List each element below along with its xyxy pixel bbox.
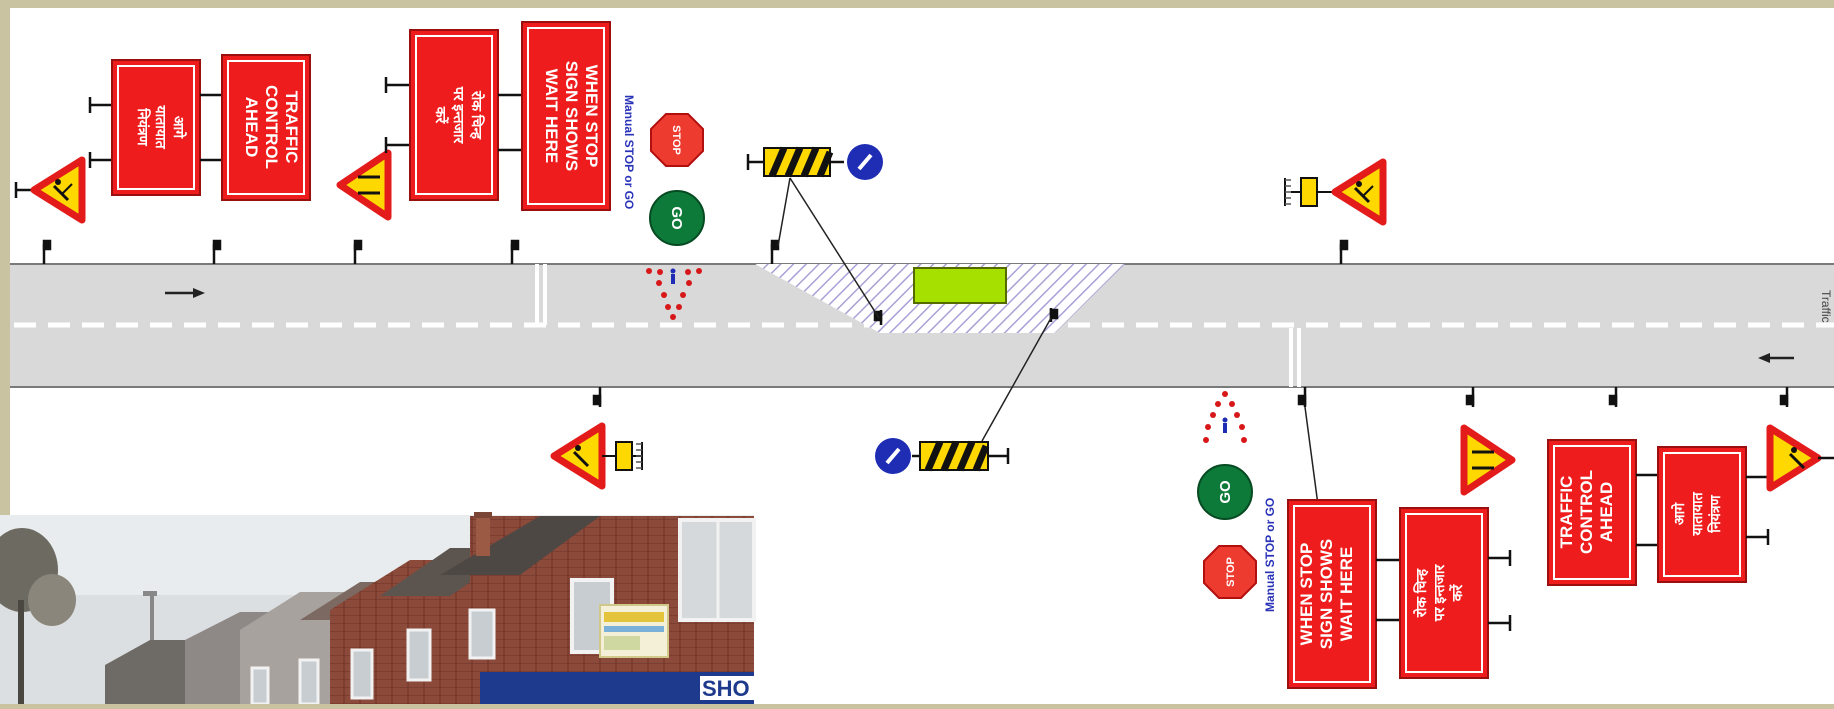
- sign-line: यातायात: [153, 104, 169, 149]
- go-sign: GO: [649, 190, 705, 246]
- road-narrows-warning-icon: [1460, 424, 1516, 496]
- roadworks-sign-with-plate: [1284, 158, 1387, 226]
- stop-sign: STOP: [650, 113, 704, 167]
- go-label: GO: [1217, 480, 1234, 504]
- sign-line: WHEN STOP: [1297, 543, 1316, 646]
- leader-lines: [777, 177, 1319, 506]
- go-label: GO: [668, 206, 685, 230]
- arrow-icon: [1758, 353, 1794, 363]
- roadworks-warning-icon: [1766, 424, 1834, 492]
- hindi-wait-here-sign: रोक चिन्ह पर इन्तजार करें: [1399, 507, 1512, 679]
- edge-text-traffic: Traffic: [1819, 290, 1833, 323]
- sign-line: यातायात: [1689, 491, 1705, 536]
- sign-line: SIGN SHOWS: [1317, 539, 1336, 650]
- work-area: [913, 267, 1007, 304]
- stop-line-right-a: [1289, 328, 1293, 387]
- svg-text:SHO: SHO: [702, 676, 750, 701]
- cone-dots-right: [1203, 391, 1247, 443]
- stop-label: STOP: [670, 125, 682, 155]
- wait-here-sign: WHEN STOP SIGN SHOWS WAIT HERE: [1287, 499, 1377, 689]
- sign-line: TRAFFIC: [1557, 476, 1576, 549]
- sign-line: AHEAD: [1597, 482, 1616, 542]
- sign-line: TRAFFIC: [282, 91, 301, 164]
- striped-barrier-icon: [912, 440, 1010, 472]
- keep-left-sign-icon: [875, 438, 911, 474]
- stop-label: STOP: [1225, 557, 1237, 587]
- manual-stop-go-caption: Manual STOP or GO: [1263, 498, 1277, 612]
- sign-line: रोक चिन्ह: [1413, 568, 1429, 618]
- arrow-icon: [165, 288, 205, 298]
- street-photo: SHO: [0, 512, 756, 706]
- sign-line: पर इन्तजार: [1431, 563, 1447, 622]
- go-sign: GO: [1197, 464, 1253, 520]
- stop-line-left-b: [543, 264, 547, 325]
- worker-figure: [1222, 417, 1228, 433]
- kerb-posts: [42, 239, 1789, 407]
- sign-line: CONTROL: [262, 85, 281, 169]
- sign-line: SIGN SHOWS: [562, 61, 581, 172]
- sign-line: WAIT HERE: [1337, 547, 1356, 641]
- road-narrows-warning-icon: [336, 149, 392, 221]
- manual-stop-go-caption: Manual STOP or GO: [622, 95, 636, 209]
- traffic-control-ahead-sign: TRAFFIC CONTROL AHEAD: [1547, 439, 1637, 586]
- cone-dots-left: [646, 268, 702, 320]
- worker-figure: [670, 268, 676, 284]
- hindi-traffic-control-sign: आगे यातायात नियंत्रण: [88, 59, 201, 196]
- sign-line: नियंत्रण: [1707, 494, 1723, 533]
- keep-left-sign-icon: [847, 144, 883, 180]
- sign-line: रोक चिन्ह: [469, 90, 485, 140]
- hindi-wait-here-sign: रोक चिन्ह पर इन्तजार करें: [384, 29, 499, 201]
- sign-line: करें: [1449, 583, 1465, 602]
- stop-line-right-b: [1297, 328, 1301, 387]
- hindi-traffic-control-sign: आगे यातायात नियंत्रण: [1657, 446, 1770, 583]
- sign-line: आगे: [171, 116, 187, 139]
- striped-barrier-icon: [746, 146, 844, 178]
- roadworks-warning-icon: [14, 156, 86, 224]
- sign-line: नियंत्रण: [135, 107, 151, 146]
- sign-line: AHEAD: [242, 97, 261, 157]
- sign-line: पर इन्तजार: [451, 86, 467, 145]
- stop-line-left-a: [535, 264, 539, 325]
- sign-line: WAIT HERE: [542, 69, 561, 163]
- sign-line: आगे: [1671, 502, 1687, 525]
- sign-line: करें: [433, 106, 449, 125]
- stop-sign: STOP: [1203, 545, 1257, 599]
- roadworks-sign-with-plate: [550, 422, 643, 490]
- wait-here-sign: WHEN STOP SIGN SHOWS WAIT HERE: [521, 21, 611, 211]
- sign-line: WHEN STOP: [582, 65, 601, 168]
- road: [10, 263, 1834, 443]
- sign-line: CONTROL: [1577, 470, 1596, 554]
- traffic-control-ahead-sign: TRAFFIC CONTROL AHEAD: [221, 54, 311, 201]
